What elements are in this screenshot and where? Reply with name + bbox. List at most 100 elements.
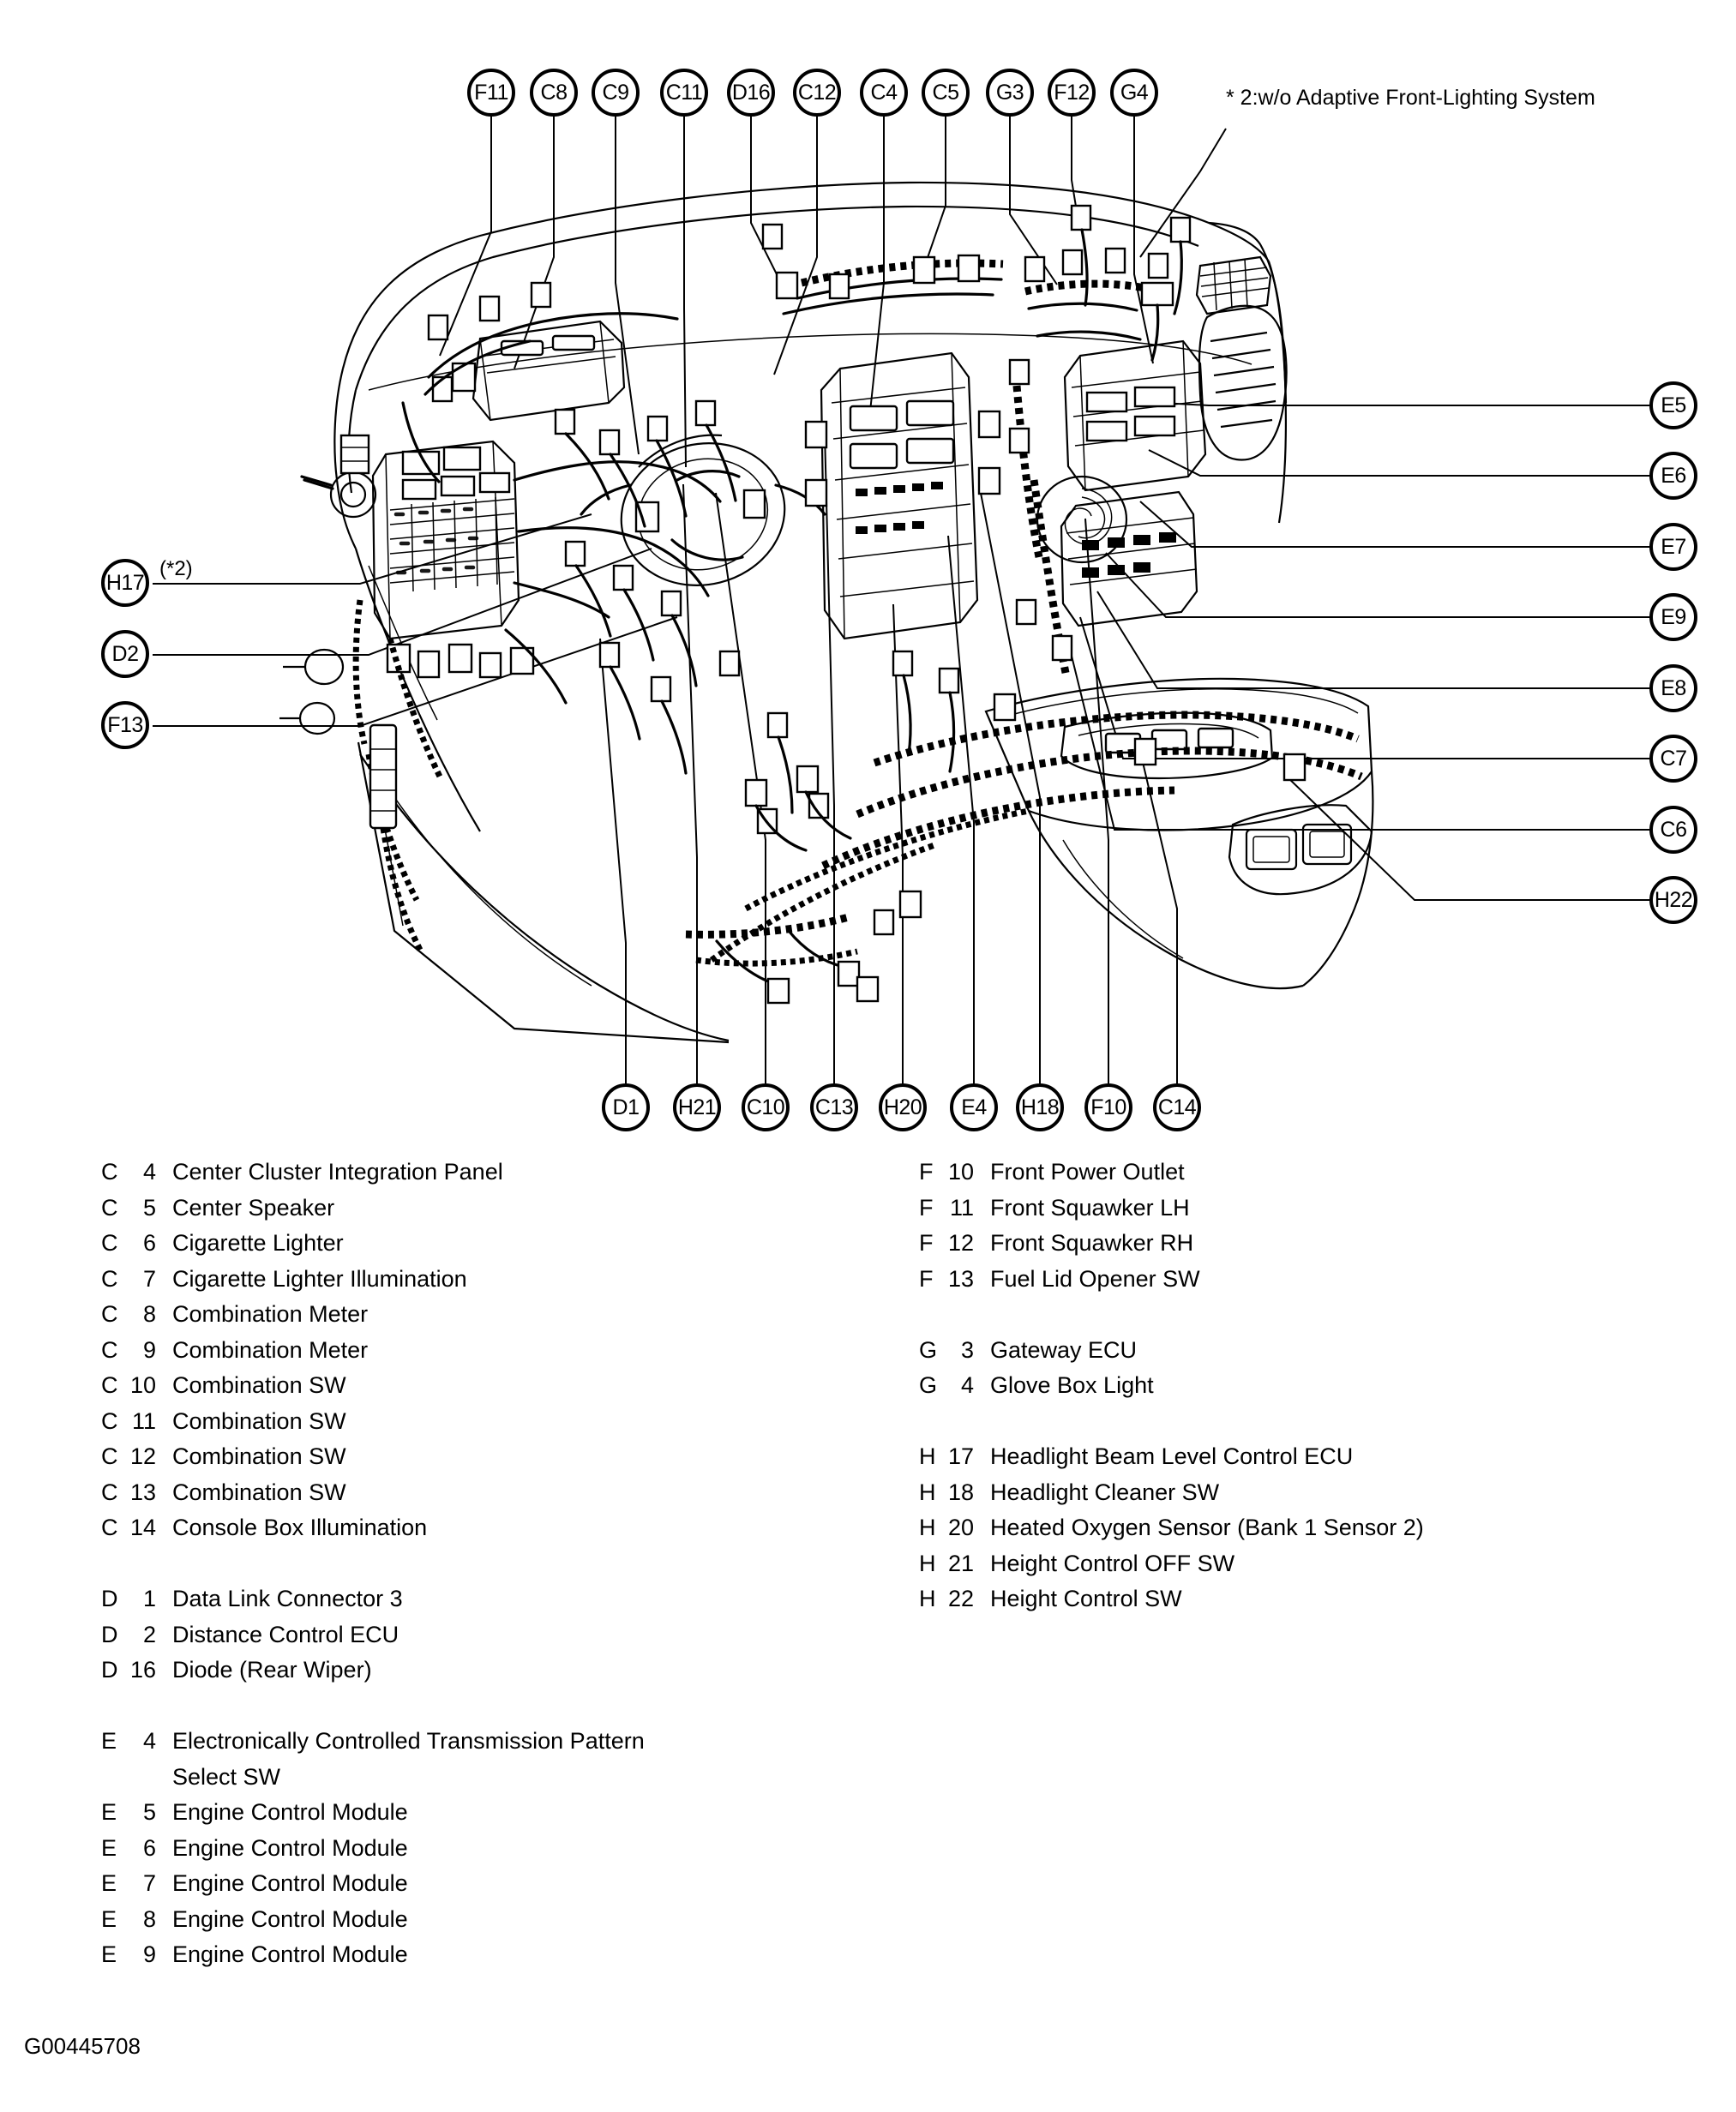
callout-c8[interactable]: C8 bbox=[530, 69, 578, 117]
callout-e9[interactable]: E9 bbox=[1649, 593, 1697, 641]
legend-group-spacer bbox=[919, 1301, 1691, 1337]
legend-code-letter: F bbox=[919, 1265, 934, 1292]
callout-c11[interactable]: C11 bbox=[660, 69, 708, 117]
callout-c12[interactable]: C12 bbox=[793, 69, 841, 117]
junction-block-assembly bbox=[279, 434, 535, 735]
left-connector-strip bbox=[369, 723, 425, 955]
callout-label: C13 bbox=[814, 1095, 854, 1119]
legend-code-letter: E bbox=[101, 1799, 117, 1825]
legend-code-letter: D bbox=[101, 1586, 118, 1611]
callout-e8[interactable]: E8 bbox=[1649, 664, 1697, 712]
callout-c10[interactable]: C10 bbox=[742, 1083, 790, 1131]
callout-e7[interactable]: E7 bbox=[1649, 523, 1697, 571]
callout-e4[interactable]: E4 bbox=[950, 1083, 998, 1131]
legend-group-spacer bbox=[101, 1693, 856, 1729]
steering-column-area bbox=[580, 434, 826, 586]
legend-description: Distance Control ECU bbox=[172, 1621, 399, 1647]
callout-c9[interactable]: C9 bbox=[592, 69, 640, 117]
callout-d1[interactable]: D1 bbox=[602, 1083, 650, 1131]
legend-code-number: 10 bbox=[947, 1159, 974, 1185]
callout-label: F11 bbox=[474, 80, 508, 105]
legend-code-number: 11 bbox=[131, 1407, 156, 1434]
legend-code-letter: E bbox=[101, 1941, 117, 1967]
legend-description: Diode (Rear Wiper) bbox=[172, 1657, 372, 1683]
callout-f12[interactable]: F12 bbox=[1048, 69, 1096, 117]
callout-label: D1 bbox=[612, 1095, 640, 1119]
legend-code-number: 4 bbox=[142, 1728, 156, 1754]
callout-g4[interactable]: G4 bbox=[1110, 69, 1158, 117]
callout-f13[interactable]: F13 bbox=[101, 701, 149, 749]
legend-description: Center Cluster Integration Panel bbox=[172, 1159, 503, 1185]
callout-label: C5 bbox=[932, 80, 959, 105]
callout-e5[interactable]: E5 bbox=[1649, 381, 1697, 429]
callout-g3[interactable]: G3 bbox=[986, 69, 1034, 117]
callout-f10[interactable]: F10 bbox=[1084, 1083, 1132, 1131]
air-vent-register bbox=[1195, 255, 1288, 461]
legend-description: Data Link Connector 3 bbox=[172, 1586, 403, 1611]
callout-f11[interactable]: F11 bbox=[467, 69, 515, 117]
legend-description: Engine Control Module bbox=[172, 1905, 408, 1932]
floor-harness-branches bbox=[357, 741, 880, 1044]
callout-label: C8 bbox=[540, 80, 568, 105]
legend-code-letter: H bbox=[919, 1586, 936, 1611]
legend-code-number: 16 bbox=[129, 1657, 156, 1683]
note-leader bbox=[1139, 128, 1227, 258]
callout-c6[interactable]: C6 bbox=[1649, 806, 1697, 854]
legend-description-continued: Select SW bbox=[172, 1763, 281, 1790]
callout-c4[interactable]: C4 bbox=[860, 69, 908, 117]
legend-code-number: 8 bbox=[142, 1301, 156, 1327]
instrument-panel-harness-diagram: .ln { fill:none; stroke:#000; stroke-wid… bbox=[101, 69, 1697, 1131]
callout-c5[interactable]: C5 bbox=[922, 69, 970, 117]
legend-description: Center Speaker bbox=[172, 1194, 335, 1221]
legend-code-letter: C bbox=[101, 1372, 118, 1398]
legend-description: Electronically Controlled Transmission P… bbox=[172, 1728, 645, 1754]
legend-code-letter: E bbox=[101, 1905, 117, 1932]
callout-h17[interactable]: H17 bbox=[101, 559, 149, 607]
legend-description: Cigarette Lighter bbox=[172, 1230, 344, 1256]
callout-c14[interactable]: C14 bbox=[1153, 1083, 1201, 1131]
callout-c7[interactable]: C7 bbox=[1649, 735, 1697, 783]
callout-h22[interactable]: H22 bbox=[1649, 876, 1697, 924]
rear-console-vent bbox=[1228, 804, 1373, 896]
legend-code-letter: E bbox=[101, 1870, 117, 1896]
lead-lines-left bbox=[153, 513, 678, 727]
callout-label: D16 bbox=[731, 80, 771, 105]
callout-label: E9 bbox=[1661, 604, 1686, 629]
legend-description: Combination SW bbox=[172, 1443, 346, 1469]
legend-description: Heated Oxygen Sensor (Bank 1 Sensor 2) bbox=[990, 1515, 1424, 1540]
legend-description: Height Control SW bbox=[990, 1586, 1182, 1611]
callout-label: H21 bbox=[677, 1095, 717, 1119]
legend-code-number: 7 bbox=[142, 1870, 156, 1896]
callout-d2[interactable]: D2 bbox=[101, 630, 149, 678]
legend-code-letter: E bbox=[101, 1834, 117, 1861]
callout-d16[interactable]: D16 bbox=[727, 69, 775, 117]
callout-h21[interactable]: H21 bbox=[673, 1083, 721, 1131]
legend-code-number: 4 bbox=[960, 1372, 974, 1398]
callout-e6[interactable]: E6 bbox=[1649, 452, 1697, 500]
callout-h18[interactable]: H18 bbox=[1016, 1083, 1064, 1131]
center-console bbox=[709, 677, 1374, 990]
figure-id-text: G00445708 bbox=[24, 2033, 141, 2059]
callout-label: C11 bbox=[665, 80, 703, 105]
legend-description: Console Box Illumination bbox=[172, 1515, 428, 1540]
callout-c13[interactable]: C13 bbox=[810, 1083, 858, 1131]
legend-code-letter: C bbox=[101, 1159, 118, 1185]
callout-label: C7 bbox=[1660, 746, 1687, 771]
legend-code-letter: G bbox=[919, 1372, 938, 1398]
legend-description: Front Power Outlet bbox=[990, 1159, 1185, 1185]
callout-h20[interactable]: H20 bbox=[879, 1083, 927, 1131]
legend-code-number: 9 bbox=[142, 1941, 156, 1967]
